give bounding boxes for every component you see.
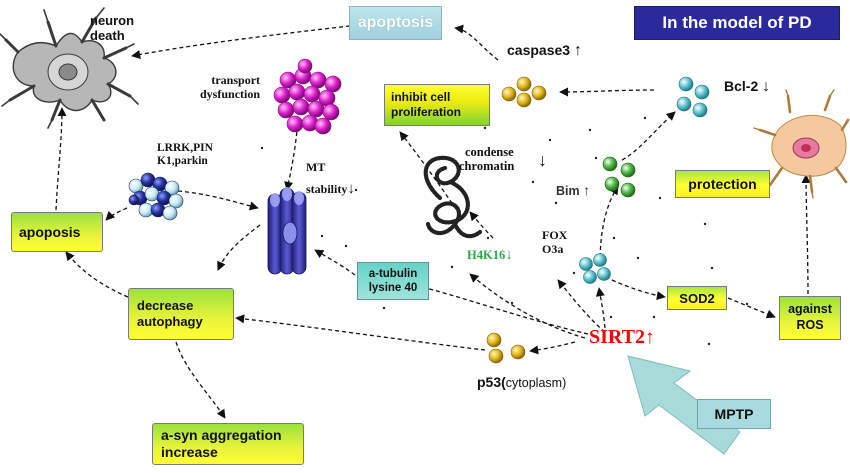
- inhibit-box: inhibit cell proliferation: [384, 84, 490, 126]
- mptp-box: MPTP: [697, 399, 771, 429]
- model-title: In the model of PD: [662, 13, 812, 32]
- model-title-box: In the model of PD: [634, 6, 840, 40]
- foxo3a-label: FOX O3a: [542, 228, 568, 256]
- caspase3-balls: [501, 76, 547, 108]
- h4k16-label: H4K16↓: [467, 247, 513, 263]
- magenta-cluster: [273, 58, 342, 135]
- neuron-death-label: neuron death: [90, 13, 135, 43]
- caspase3-label: caspase3 ↑: [507, 42, 582, 59]
- lrrk-label: LRRK,PIN K1,parkin: [157, 142, 213, 168]
- transport-label: transport dysfunction: [200, 73, 261, 101]
- condense-arrow: ↓: [538, 150, 547, 170]
- bcl2-label: Bcl-2 ↓: [724, 78, 771, 95]
- chromatin: [423, 155, 483, 239]
- mptp-arrow: [627, 355, 741, 455]
- p53-label: p53(cytoplasm): [477, 374, 567, 390]
- bim-balls: [602, 156, 636, 198]
- apoposis-box: apoposis: [11, 212, 103, 252]
- asyn-box: a-syn aggregation increase: [152, 423, 304, 465]
- bcl2-balls: [676, 76, 710, 118]
- apoptosis-top-box: apoptosis: [349, 6, 442, 40]
- against-box: against ROS: [779, 296, 841, 340]
- sod2-box: SOD2: [667, 286, 727, 310]
- connectors: [55, 24, 811, 419]
- mt-label: MT stability↓: [306, 160, 355, 197]
- neuron-death-cell: [0, 7, 139, 129]
- p53-balls: [486, 332, 526, 364]
- sirt2-label: SIRT2↑: [589, 326, 655, 348]
- protection-box: protection: [675, 170, 770, 198]
- bim-label: Bim ↑: [556, 182, 591, 198]
- microtubule-bundle: [267, 187, 307, 275]
- apoptosis-top-label: apoptosis: [357, 14, 434, 31]
- condense-label: condense chromatin: [459, 145, 515, 174]
- protection-cell: [753, 89, 850, 199]
- tubulin-box: a-tubulin lysine 40: [357, 262, 429, 300]
- foxo3a-balls: [579, 253, 611, 284]
- lrrk-cluster: [128, 172, 184, 221]
- decrease-box: decrease autophagy: [128, 288, 234, 340]
